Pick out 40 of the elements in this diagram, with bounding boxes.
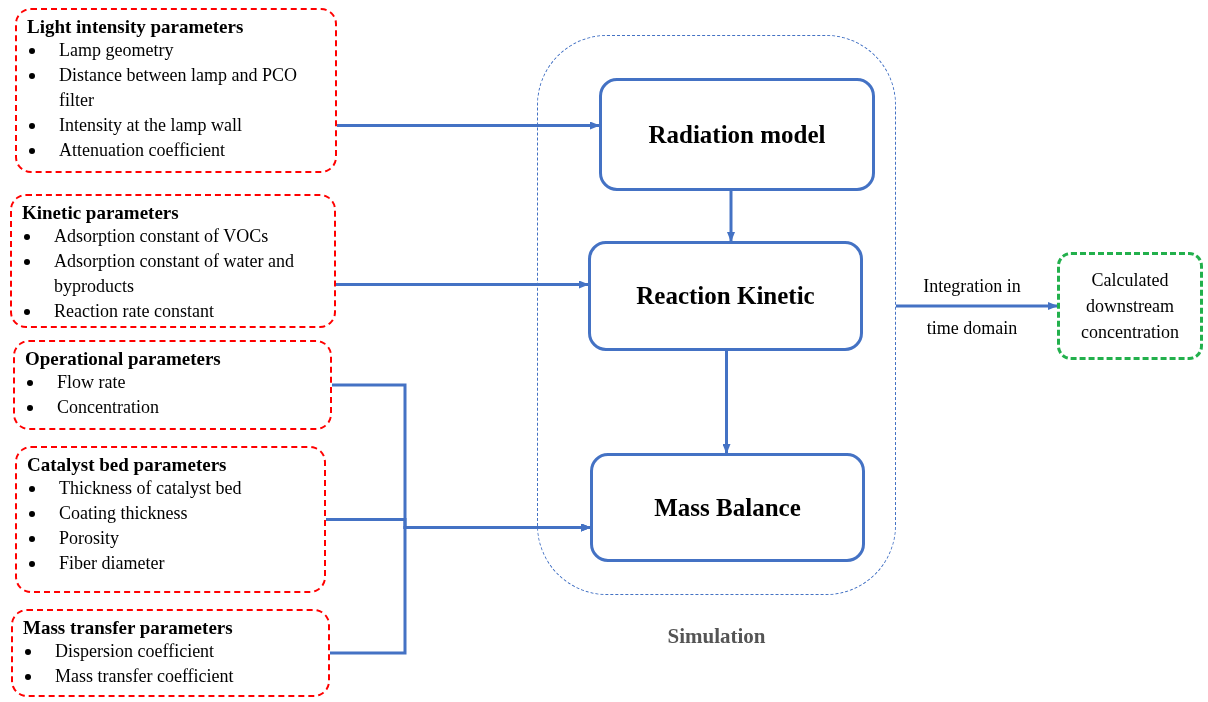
arrow: [722, 351, 731, 454]
box-heading: Kinetic parameters: [22, 202, 180, 224]
parameter-box: [10, 194, 336, 328]
box-heading: Mass transfer parameters: [23, 617, 234, 639]
group-label: Simulation: [666, 624, 767, 649]
bullet-item: Mass transfer coefficient: [55, 665, 235, 688]
box-label: Calculated downstream concentration: [1080, 269, 1180, 344]
bullet-item: Coating thickness: [59, 502, 189, 525]
bullet-item: Intensity at the lamp wall: [59, 114, 243, 137]
bullet-item: Concentration: [57, 396, 160, 419]
bullet-item: Lamp geometry: [59, 39, 175, 62]
arrow: [336, 280, 589, 289]
process-box: [599, 78, 875, 191]
edge-label: Integration in time domain: [922, 275, 1022, 340]
arrow: [337, 121, 600, 130]
arrow: [727, 191, 735, 242]
box-label: Radiation model: [648, 120, 826, 149]
process-box: [588, 241, 863, 351]
bullet-item: Dispersion coefficient: [55, 640, 216, 663]
box-heading: Light intensity parameters: [27, 16, 245, 38]
parameter-box: [11, 609, 330, 697]
box-heading: Operational parameters: [25, 348, 222, 370]
bullet-item: Adsorption constant of water and byproducts: [54, 250, 295, 298]
bullet-item: Flow rate: [57, 371, 127, 394]
bullet-item: Thickness of catalyst bed: [59, 477, 243, 500]
process-box: [590, 453, 865, 562]
arrow: [896, 302, 1058, 310]
box-label: Reaction Kinetic: [636, 282, 815, 310]
bullet-item: Distance between lamp and PCO filter: [59, 64, 298, 112]
bullet-item: Attenuation coefficient: [59, 139, 227, 162]
box-label: Mass Balance: [654, 493, 801, 522]
bullet-item: Reaction rate constant: [54, 300, 215, 323]
parameter-box: [15, 446, 326, 593]
parameter-box: [13, 340, 332, 430]
bullet-item: Fiber diameter: [59, 552, 166, 575]
output-box: [1057, 252, 1203, 360]
bullet-item: Adsorption constant of VOCs: [54, 225, 270, 248]
bullet-item: Porosity: [59, 527, 120, 550]
parameter-box: [15, 8, 337, 173]
box-heading: Catalyst bed parameters: [27, 454, 228, 476]
